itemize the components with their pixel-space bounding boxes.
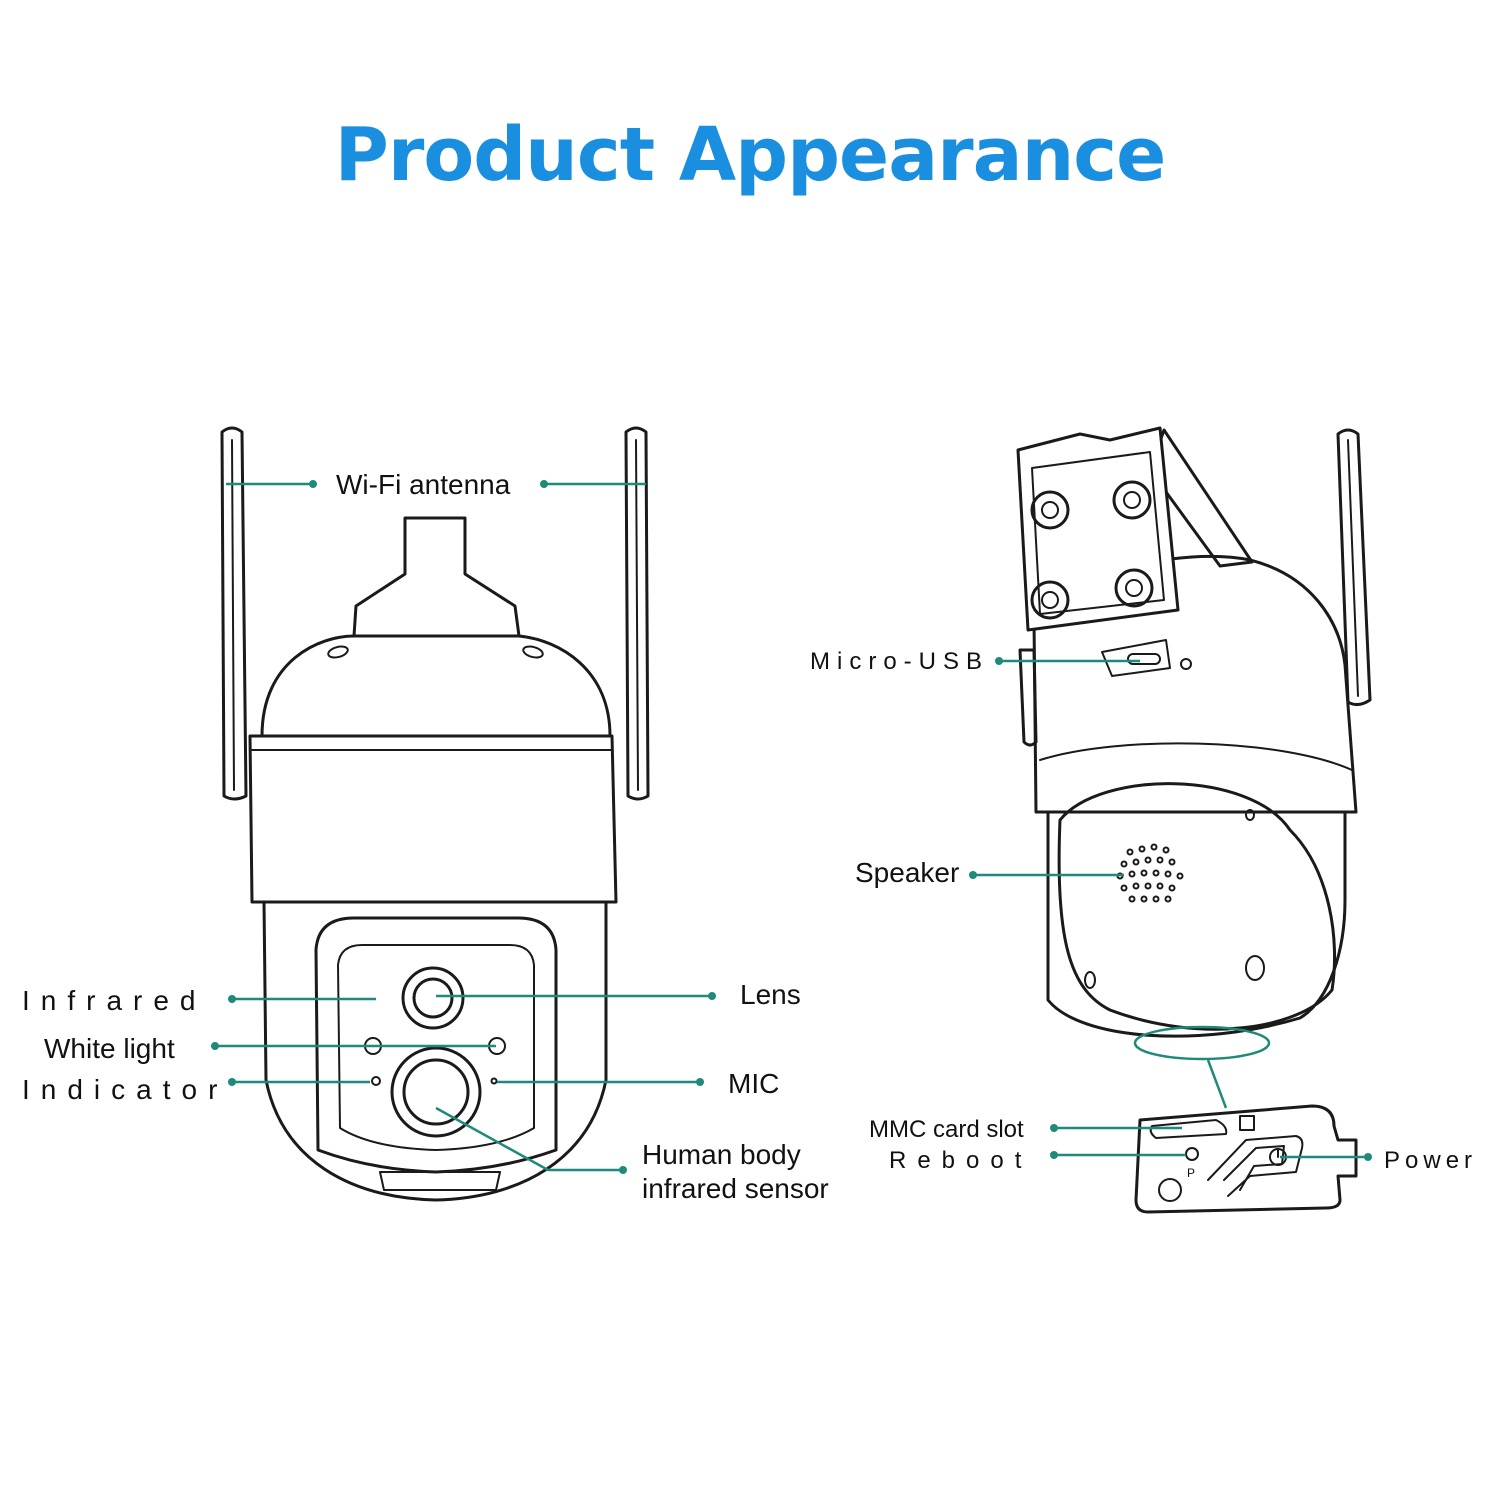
label-wifi-antenna: Wi-Fi antenna	[336, 469, 511, 500]
right-antenna	[624, 426, 650, 801]
label-infrared: Infrared	[22, 985, 207, 1016]
front-camera-drawing	[220, 426, 650, 1202]
label-speaker: Speaker	[855, 857, 959, 888]
speaker-grille	[1116, 843, 1184, 903]
back-annotations: Micro-USB Speaker MMC card slot Reboot P…	[810, 648, 1477, 1174]
label-reboot: Reboot	[889, 1147, 1032, 1174]
front-annotations: Wi-Fi antenna Infrared White light Indic…	[22, 469, 829, 1204]
label-mmc-card-slot: MMC card slot	[869, 1116, 1024, 1143]
label-micro-usb: Micro-USB	[810, 648, 989, 675]
label-power: Power	[1384, 1147, 1477, 1174]
label-human-body-line2: infrared sensor	[642, 1173, 829, 1204]
label-white-light: White light	[44, 1033, 175, 1064]
page-title: Product Appearance	[335, 112, 1166, 198]
left-antenna	[220, 426, 248, 801]
label-indicator: Indicator	[22, 1074, 228, 1105]
back-camera-drawing: P	[1016, 426, 1372, 1214]
label-human-body-line1: Human body	[642, 1139, 801, 1170]
label-mic: MIC	[728, 1068, 779, 1099]
label-lens: Lens	[740, 979, 801, 1010]
reboot-mark: P	[1187, 1166, 1195, 1180]
